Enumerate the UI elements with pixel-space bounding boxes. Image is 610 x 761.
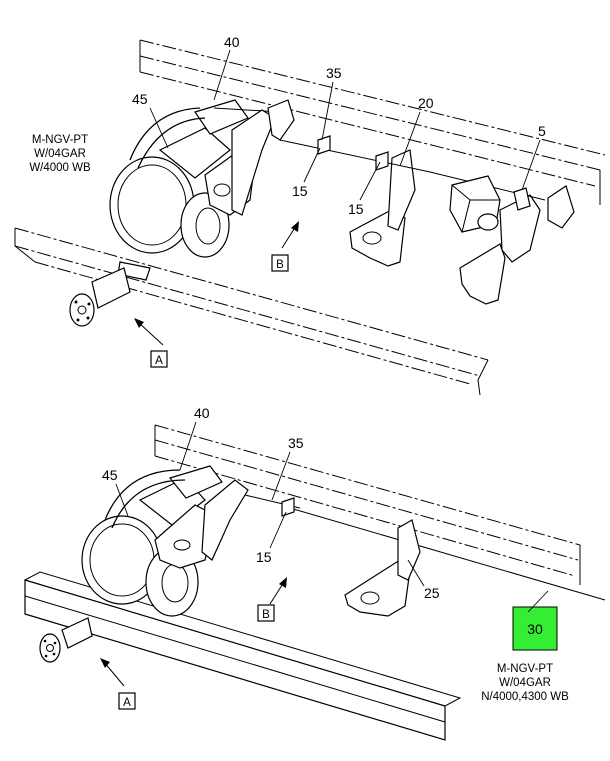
lower-config-note: M-NGV-PT W/04GAR N/4000,4300 WB — [481, 663, 569, 703]
lower-bracket-15 — [281, 497, 295, 517]
lower-callout-15: 15 — [256, 549, 272, 565]
upper-view-label-a: A — [155, 355, 163, 367]
lower-callout-30: 30 — [527, 621, 543, 637]
upper-assembly: 40 35 45 20 5 15 15 B A M-NGV-PT W/04GAR… — [14, 34, 606, 396]
upper-spring-hangers — [204, 99, 541, 305]
lower-assembly: 30 40 35 45 15 25 B A — [24, 405, 606, 741]
lower-frame-rail-front — [24, 571, 462, 741]
upper-callout-35: 35 — [326, 65, 342, 81]
upper-note-line-1: M-NGV-PT — [32, 134, 88, 146]
upper-frame-rail-rear — [139, 39, 606, 205]
upper-view-box-a — [150, 350, 168, 368]
lower-callout-45: 45 — [102, 467, 118, 483]
lower-leader-lines — [115, 421, 549, 613]
upper-view-arrow-b — [281, 221, 299, 249]
upper-view-box-b — [271, 254, 289, 272]
lower-note-line-2: W/04GAR — [499, 677, 551, 689]
upper-view-arrow-a — [134, 318, 164, 346]
upper-axle-housing — [109, 99, 281, 258]
upper-bracket-15-right — [375, 151, 389, 171]
upper-leader-lines — [149, 49, 541, 201]
lower-frame-rail-rear — [154, 424, 581, 585]
upper-callout-45: 45 — [132, 91, 148, 107]
upper-module-unit — [449, 175, 575, 233]
lower-callout-30-box — [512, 606, 558, 651]
lower-view-box-b — [257, 604, 275, 622]
upper-callout-15-left: 15 — [292, 183, 308, 199]
upper-note-line-3: W/4000 WB — [29, 162, 91, 174]
lower-note-line-3: N/4000,4300 WB — [481, 691, 569, 703]
upper-bracket-15-left — [317, 135, 331, 155]
lower-note-line-1: M-NGV-PT — [497, 663, 553, 675]
upper-callout-40: 40 — [224, 34, 240, 50]
upper-callout-5: 5 — [538, 123, 546, 139]
lower-view-label-a: A — [123, 697, 131, 709]
lower-view-arrow-a — [100, 658, 125, 687]
lower-drive-shaft — [39, 617, 93, 663]
lower-view-box-a — [118, 692, 136, 710]
lower-callout-35: 35 — [288, 435, 304, 451]
upper-cross-rod — [279, 139, 546, 201]
upper-note-line-2: W/04GAR — [34, 148, 86, 160]
upper-view-label-b: B — [276, 259, 284, 271]
lower-view-label-b: B — [262, 609, 270, 621]
lower-reference-line — [289, 507, 606, 601]
upper-drive-shaft — [69, 261, 151, 327]
upper-callout-20: 20 — [418, 95, 434, 111]
lower-callout-25: 25 — [424, 585, 440, 601]
lower-view-arrow-b — [269, 577, 287, 605]
lower-spring-hangers — [154, 479, 421, 617]
upper-config-note: M-NGV-PT W/04GAR W/4000 WB — [29, 134, 91, 174]
lower-callout-40: 40 — [194, 405, 210, 421]
upper-callout-15-right: 15 — [348, 201, 364, 217]
